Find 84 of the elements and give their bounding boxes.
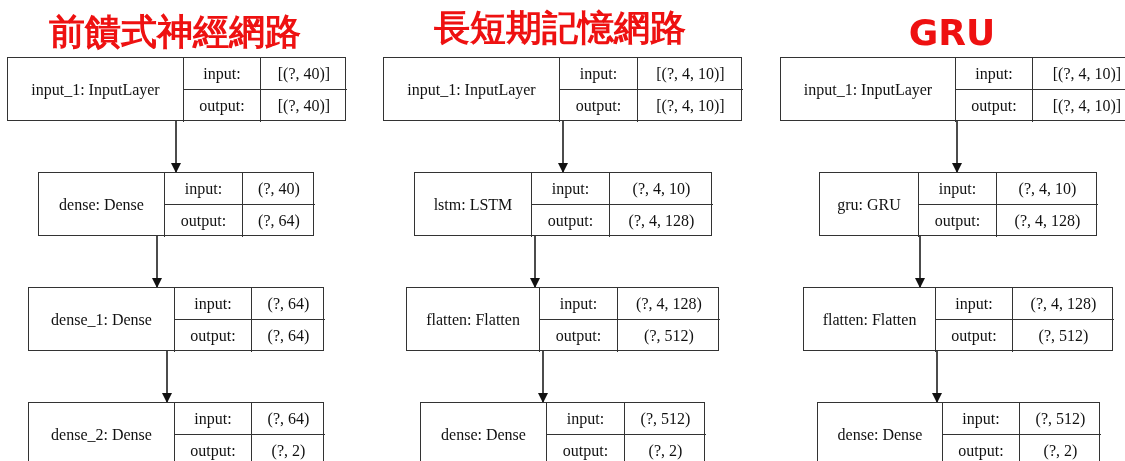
panel-title: 長短期記憶網路 [434, 5, 686, 50]
shape-value: (?, 2) [648, 442, 683, 460]
layer-name: dense: Dense [441, 426, 526, 444]
layer-box [420, 402, 705, 461]
layer-box [28, 287, 324, 351]
layer-name: input_1: InputLayer [31, 81, 160, 99]
port-label: output: [934, 212, 981, 230]
shape-value: (?, 64) [267, 409, 310, 428]
shape-value: (?, 40) [258, 179, 300, 198]
port-label: input: [566, 409, 605, 428]
shape-value: (?, 64) [267, 327, 310, 345]
shape-value: [(?, 40)] [277, 64, 331, 83]
port-label: input: [559, 294, 598, 313]
arrow [162, 350, 172, 403]
port-label: output: [190, 327, 236, 345]
shape-value: [(?, 4, 10)] [1052, 64, 1122, 83]
layer-name: dense: Dense [59, 196, 144, 214]
port-label: output: [190, 442, 236, 460]
layer-box [38, 172, 314, 236]
layer-name: dense_2: Dense [51, 426, 152, 444]
port-label: output: [958, 442, 1004, 460]
layer-box [803, 287, 1113, 351]
layer-name: input_1: InputLayer [803, 81, 933, 99]
port-label: input: [194, 409, 232, 428]
shape-value: (?, 2) [271, 442, 306, 460]
shape-value: (?, 4, 128) [1014, 212, 1081, 230]
layer-box [819, 172, 1097, 236]
port-label: input: [938, 179, 977, 198]
port-label: input: [551, 179, 590, 198]
shape-value: (?, 64) [258, 212, 300, 230]
port-label: input: [579, 64, 618, 83]
shape-value: [(?, 4, 10)] [656, 97, 725, 115]
shape-value: (?, 512) [1038, 327, 1089, 345]
shape-value: (?, 512) [640, 409, 691, 428]
port-label: output: [951, 327, 997, 345]
layer-name: input_1: InputLayer [407, 81, 536, 99]
port-label: output: [562, 442, 609, 460]
shape-value: [(?, 4, 10)] [1052, 97, 1122, 115]
shape-value: (?, 4, 128) [1030, 294, 1097, 313]
arrow [538, 350, 548, 403]
arrow [915, 235, 925, 288]
arrow [932, 350, 942, 403]
shape-value: (?, 512) [644, 327, 694, 345]
layer-box [406, 287, 719, 351]
port-label: input: [194, 294, 232, 313]
shape-value: (?, 4, 10) [632, 179, 691, 198]
arrow [952, 120, 962, 173]
layer-name: flatten: Flatten [822, 311, 917, 329]
arrow [558, 120, 568, 173]
port-label: input: [955, 294, 993, 313]
layer-box [780, 57, 1125, 121]
shape-value: (?, 4, 128) [636, 294, 702, 313]
layer-name: flatten: Flatten [426, 311, 520, 329]
layer-box [414, 172, 712, 236]
layer-box [7, 57, 346, 121]
layer-box [817, 402, 1100, 461]
layer-name: gru: GRU [837, 196, 901, 214]
port-label: output: [547, 212, 594, 230]
shape-value: [(?, 40)] [277, 97, 331, 115]
port-label: input: [962, 409, 1000, 428]
port-label: input: [975, 64, 1013, 83]
port-label: output: [555, 327, 602, 345]
port-label: input: [203, 64, 241, 83]
shape-value: [(?, 4, 10)] [656, 64, 725, 83]
port-label: output: [199, 97, 245, 115]
port-label: output: [971, 97, 1017, 115]
layer-name: dense: Dense [837, 426, 923, 444]
shape-value: (?, 2) [1043, 442, 1078, 460]
shape-value: (?, 4, 128) [628, 212, 695, 230]
layer-box [383, 57, 742, 121]
shape-value: (?, 512) [1035, 409, 1086, 428]
panel-title: 前饋式神經網路 [49, 9, 301, 54]
port-label: output: [180, 212, 227, 230]
panel-title: GRU [908, 11, 996, 53]
shape-value: (?, 4, 10) [1018, 179, 1077, 198]
port-label: output: [575, 97, 622, 115]
layer-name: dense_1: Dense [51, 311, 152, 329]
arrow [530, 235, 540, 288]
arrow [171, 120, 181, 173]
arrow [152, 235, 162, 288]
layer-box [28, 402, 324, 461]
layer-name: lstm: LSTM [433, 196, 513, 214]
shape-value: (?, 64) [267, 294, 310, 313]
port-label: input: [184, 179, 223, 198]
